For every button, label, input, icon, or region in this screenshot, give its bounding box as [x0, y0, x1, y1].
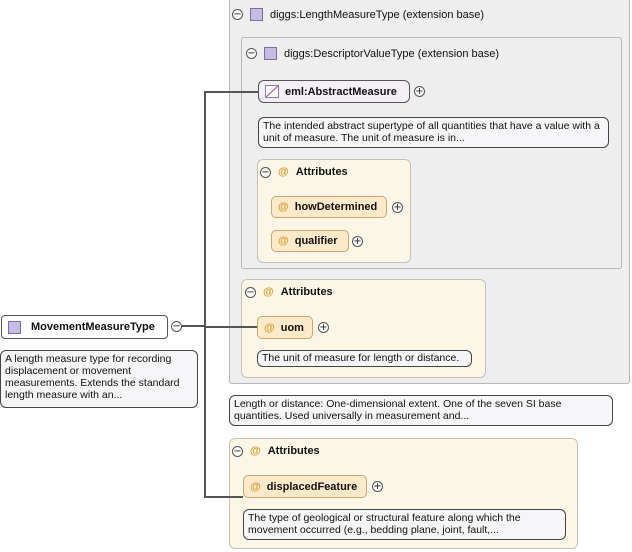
attribute-uom[interactable]: @ uom [257, 316, 313, 339]
connector-line [182, 325, 205, 327]
connector-line [204, 496, 243, 498]
abstract-measure-label: eml:AbstractMeasure [285, 85, 397, 98]
movement-measure-node[interactable]: MovementMeasureType [1, 315, 168, 339]
attribute-label: uom [280, 321, 304, 334]
attributes-descriptor-header: − @ Attributes [260, 166, 348, 178]
abstract-measure-doc: The intended abstract supertype of all q… [258, 117, 609, 148]
type-square-icon [250, 8, 263, 21]
expand-toggle-icon[interactable]: + [392, 202, 403, 213]
collapse-toggle-icon[interactable]: − [232, 9, 243, 20]
uom-doc: The unit of measure for length or distan… [257, 350, 472, 367]
attributes-label: Attributes [267, 445, 320, 457]
abstract-element-icon [265, 85, 279, 98]
descriptor-value-title: diggs:DescriptorValueType (extension bas… [284, 47, 500, 60]
attributes-movement-header: − @ Attributes [232, 445, 320, 457]
length-measure-doc: Length or distance: One-dimensional exte… [229, 395, 613, 426]
attribute-displacedfeature[interactable]: @ displacedFeature [243, 475, 367, 498]
movement-measure-label: MovementMeasureType [31, 321, 155, 333]
attribute-at-icon: @ [278, 235, 289, 247]
attribute-howdetermined[interactable]: @ howDetermined [271, 196, 387, 218]
attribute-at-icon: @ [264, 321, 275, 334]
collapse-toggle-icon[interactable]: − [245, 286, 256, 298]
attribute-at-icon: @ [250, 480, 261, 493]
movement-measure-doc: A length measure type for recording disp… [0, 350, 198, 408]
type-square-icon [264, 47, 277, 60]
descriptor-value-header: − diggs:DescriptorValueType (extension b… [246, 47, 499, 60]
type-square-icon [8, 320, 21, 334]
attributes-label: Attributes [295, 166, 348, 178]
expand-toggle-icon[interactable]: + [318, 322, 329, 333]
attribute-at-icon: @ [250, 445, 261, 457]
collapse-toggle-icon[interactable]: − [232, 445, 243, 457]
attribute-at-icon: @ [278, 166, 289, 178]
attribute-label: displacedFeature [266, 480, 358, 493]
length-measure-title: diggs:LengthMeasureType (extension base) [270, 8, 485, 21]
expand-toggle-icon[interactable]: + [352, 236, 363, 247]
attribute-at-icon: @ [263, 286, 274, 298]
attributes-length-header: − @ Attributes [245, 286, 333, 298]
connector-line [204, 91, 206, 498]
abstract-measure-node[interactable]: eml:AbstractMeasure [258, 80, 410, 103]
connector-line [204, 326, 257, 328]
attributes-label: Attributes [280, 286, 333, 298]
collapse-toggle-icon[interactable]: − [246, 48, 257, 59]
expand-toggle-icon[interactable]: + [414, 86, 425, 97]
attribute-at-icon: @ [278, 201, 289, 213]
collapse-toggle-icon[interactable]: − [171, 321, 182, 332]
displacedfeature-doc: The type of geological or structural fea… [243, 509, 566, 540]
expand-toggle-icon[interactable]: + [372, 481, 383, 492]
connector-line [204, 91, 258, 93]
collapse-toggle-icon[interactable]: − [260, 166, 271, 178]
attribute-label: qualifier [294, 235, 338, 247]
attribute-label: howDetermined [294, 201, 378, 213]
attribute-qualifier[interactable]: @ qualifier [271, 230, 349, 252]
length-measure-header: − diggs:LengthMeasureType (extension bas… [232, 8, 484, 21]
